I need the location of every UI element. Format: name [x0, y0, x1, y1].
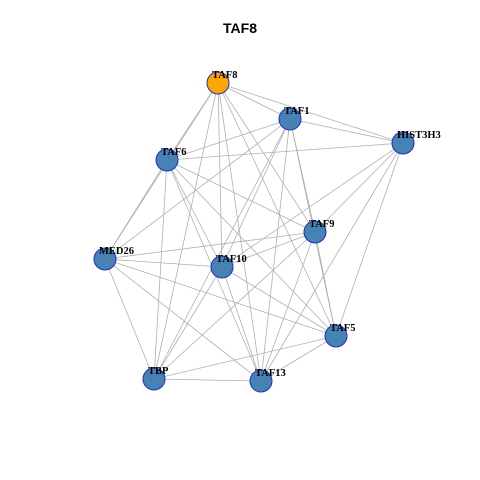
node-circle — [155, 148, 179, 172]
node-label: MED26 — [99, 246, 134, 257]
node-label: TAF9 — [309, 219, 334, 230]
edge-hist3h3-taf10 — [221, 142, 404, 268]
edge-taf1-med26 — [104, 118, 291, 260]
edge-hist3h3-taf6 — [166, 142, 404, 161]
node-taf6: TAF6 — [155, 147, 186, 172]
edge-taf8-taf1 — [217, 82, 291, 120]
edge-taf9-tbp — [153, 231, 316, 380]
node-taf9: TAF9 — [303, 219, 334, 244]
edge-taf9-taf10 — [221, 231, 316, 268]
node-circle — [391, 131, 415, 155]
edge-layer — [104, 82, 404, 382]
node-label: TAF5 — [330, 323, 355, 334]
edge-med26-tbp — [104, 258, 155, 380]
node-taf5: TAF5 — [324, 323, 355, 348]
edge-hist3h3-taf9 — [314, 142, 404, 233]
node-label: TAF13 — [255, 368, 286, 379]
edge-taf6-taf10 — [166, 159, 223, 268]
edge-med26-taf10 — [104, 258, 223, 268]
edge-tbp-taf13 — [153, 378, 262, 382]
edge-taf8-taf10 — [217, 82, 223, 268]
node-circle — [278, 107, 302, 131]
node-circle — [303, 220, 327, 244]
edge-taf8-tbp — [153, 82, 219, 380]
node-label: TAF1 — [284, 106, 309, 117]
edge-taf6-tbp — [153, 159, 168, 380]
node-circle — [249, 369, 273, 393]
node-label: TAF8 — [212, 70, 237, 81]
edge-med26-taf13 — [104, 258, 262, 382]
edge-taf1-taf6 — [166, 118, 291, 161]
edge-taf8-taf5 — [217, 82, 337, 337]
edge-taf8-hist3h3 — [217, 82, 404, 144]
edge-taf5-tbp — [153, 335, 337, 380]
edge-taf6-taf9 — [166, 159, 316, 233]
edge-taf5-taf13 — [260, 335, 337, 382]
node-circle — [324, 324, 348, 348]
node-hist3h3: HIST3H3 — [391, 130, 441, 155]
edge-taf8-taf9 — [217, 82, 316, 233]
node-med26: MED26 — [93, 246, 134, 271]
node-taf10: TAF10 — [210, 254, 247, 279]
node-circle — [142, 367, 166, 391]
node-circle — [210, 255, 234, 279]
edge-taf6-taf5 — [166, 159, 337, 337]
node-circle — [206, 71, 230, 95]
edge-taf6-med26 — [104, 159, 168, 260]
edge-taf1-taf13 — [260, 118, 291, 382]
node-tbp: TBP — [142, 366, 169, 391]
node-taf13: TAF13 — [249, 368, 286, 393]
node-taf8: TAF8 — [206, 70, 237, 95]
node-label: TAF10 — [216, 254, 247, 265]
node-label: TAF6 — [161, 147, 186, 158]
edge-taf1-hist3h3 — [289, 118, 404, 144]
edge-hist3h3-taf5 — [335, 142, 404, 337]
edge-taf9-med26 — [104, 231, 316, 260]
chart-title: TAF8 — [223, 20, 257, 36]
edge-taf1-tbp — [153, 118, 291, 380]
edge-taf10-taf5 — [221, 266, 337, 337]
node-layer: TAF8TAF1HIST3H3TAF6TAF9MED26TAF10TAF5TBP… — [93, 70, 441, 393]
edge-taf8-taf13 — [217, 82, 262, 382]
node-label: HIST3H3 — [397, 130, 441, 141]
edge-hist3h3-taf13 — [260, 142, 404, 382]
edge-taf10-taf13 — [221, 266, 262, 382]
node-circle — [93, 247, 117, 271]
edge-taf10-tbp — [153, 266, 223, 380]
node-taf1: TAF1 — [278, 106, 309, 131]
edge-taf9-taf5 — [314, 231, 337, 337]
edge-med26-taf5 — [104, 258, 337, 337]
node-label: TBP — [148, 366, 169, 377]
